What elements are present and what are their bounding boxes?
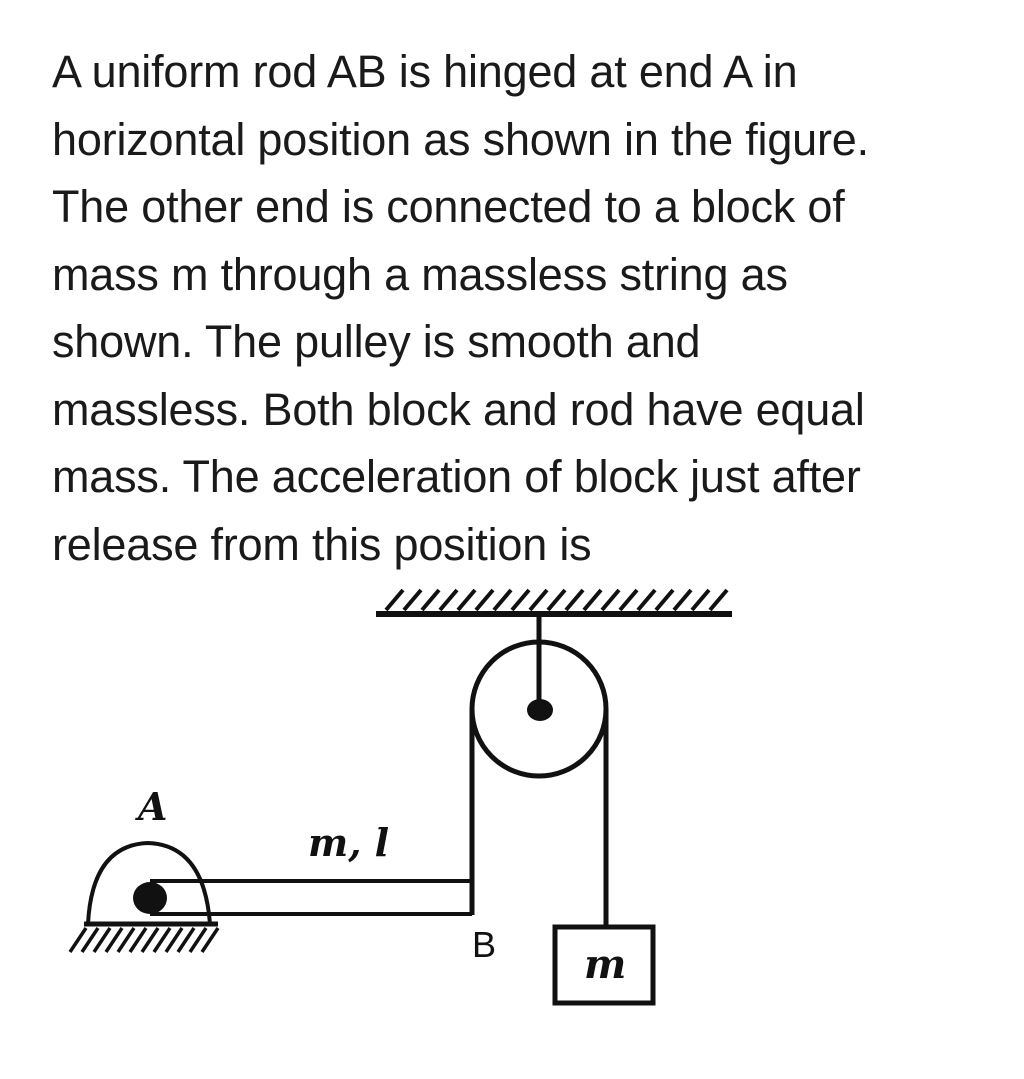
question-line: massless. Both block and rod have equal bbox=[52, 383, 865, 435]
rod-end-label: B bbox=[472, 924, 496, 965]
rod-label: m, l bbox=[308, 820, 389, 865]
question-text: A uniform rod AB is hinged at end A in h… bbox=[52, 38, 1002, 578]
question-line: horizontal position as shown in the figu… bbox=[52, 113, 869, 165]
question-line: release from this position is bbox=[52, 518, 592, 570]
block-label: m bbox=[584, 941, 626, 988]
ground-hatch-icon bbox=[68, 927, 220, 953]
question-line: shown. The pulley is smooth and bbox=[52, 316, 701, 367]
hinge-support-icon bbox=[84, 840, 218, 927]
question-line: A uniform rod AB is hinged at end A in bbox=[52, 46, 798, 97]
hinge-label: A bbox=[135, 784, 167, 829]
question-line: mass m through a massless string as bbox=[52, 248, 788, 300]
rod bbox=[150, 879, 474, 916]
question-line: The other end is connected to a block of bbox=[52, 181, 845, 232]
pulley-icon bbox=[469, 614, 609, 779]
block-icon bbox=[552, 924, 656, 1006]
question-line: mass. The acceleration of block just aft… bbox=[52, 451, 861, 502]
ceiling-hatch-icon bbox=[376, 588, 732, 617]
string bbox=[469, 709, 609, 928]
